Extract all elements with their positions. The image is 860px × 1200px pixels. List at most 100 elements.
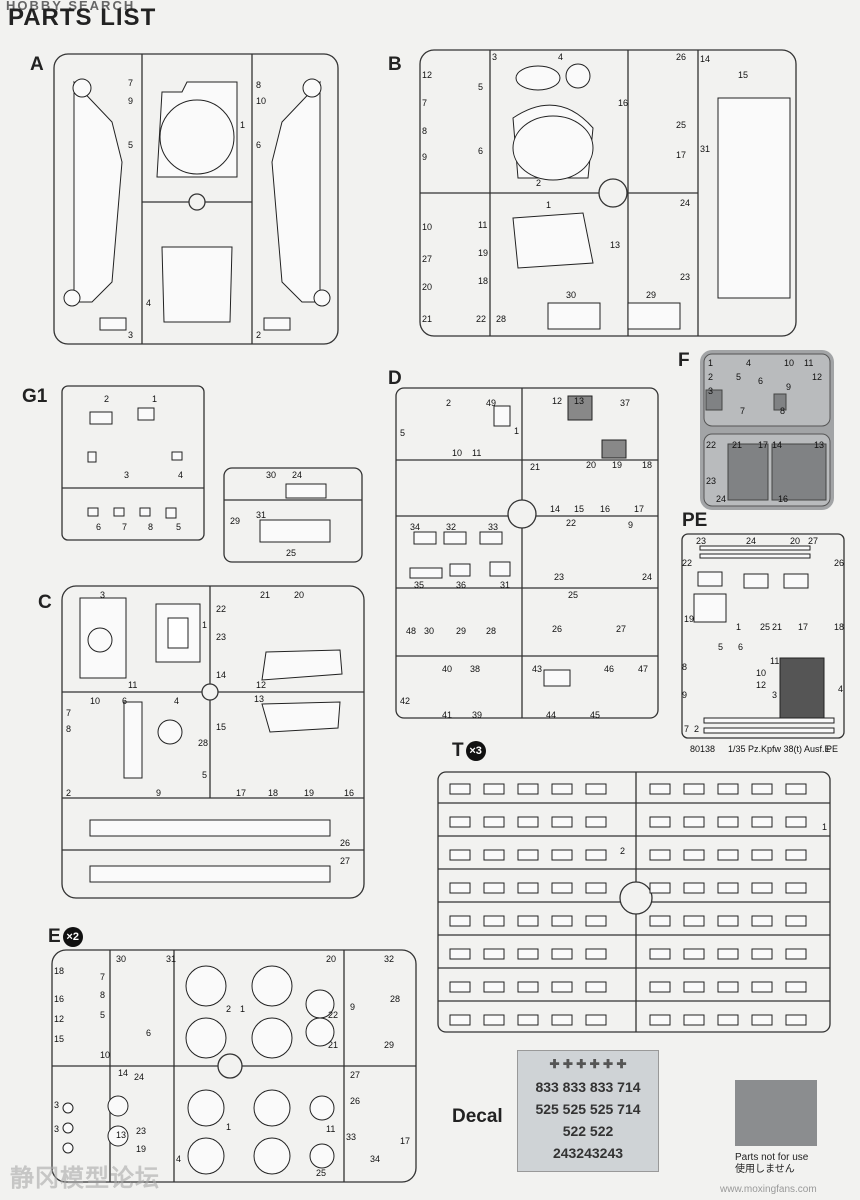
part-d-24: 24 [642, 572, 652, 582]
part-a-1: 1 [240, 120, 245, 130]
part-c-28: 28 [198, 738, 208, 748]
part-d-1: 1 [514, 426, 519, 436]
sprue-d: 2 49 1 5 10 11 12 13 37 21 20 19 18 14 1… [395, 387, 659, 720]
track-link-6-4 [585, 981, 607, 993]
part-e-1: 1 [240, 1004, 245, 1014]
page-title: PARTS LIST [8, 4, 157, 31]
part-c-11: 11 [128, 680, 137, 690]
part-e-3b: 3 [54, 1124, 59, 1134]
track-link-2-5 [649, 849, 671, 861]
pe-footer-name: 1/35 Pz.Kpfw 38(t) Ausf.E [728, 744, 831, 754]
part-e-5: 5 [100, 1010, 105, 1020]
part-f-12: 12 [812, 372, 822, 382]
sprue-g2: 30 24 31 29 25 [223, 467, 363, 563]
track-link-3-8 [751, 882, 773, 894]
decal-sheet: ✚ ✚ ✚ ✚ ✚ ✚ 833 833 833 714 525 525 525 … [517, 1050, 659, 1172]
part-c-15: 15 [216, 722, 226, 732]
part-g1-7: 7 [122, 522, 127, 532]
part-a-7: 7 [128, 78, 133, 88]
sprue-a-label: A [30, 54, 44, 75]
part-d-15: 15 [574, 504, 584, 514]
sprue-d-label: D [388, 368, 402, 389]
sprue-t-letter: T [452, 740, 464, 761]
part-f-5: 5 [736, 372, 741, 382]
track-link-1-4 [585, 816, 607, 828]
part-f-1: 1 [708, 358, 713, 368]
sprue-c-label: C [38, 592, 52, 613]
part-e-29: 29 [384, 1040, 394, 1050]
part-d-18: 18 [642, 460, 652, 470]
part-e-8: 8 [100, 990, 105, 1000]
part-f-7: 7 [740, 406, 745, 416]
part-c-23: 23 [216, 632, 226, 642]
part-b-25: 25 [676, 120, 686, 130]
track-link-2-0 [449, 849, 471, 861]
part-a-4: 4 [146, 298, 151, 308]
part-c-13: 13 [254, 694, 264, 704]
part-c-21: 21 [260, 590, 270, 600]
part-e-6: 6 [146, 1028, 151, 1038]
part-b-11: 11 [478, 220, 487, 230]
part-e-3: 3 [54, 1100, 59, 1110]
part-f-4: 4 [746, 358, 751, 368]
part-a-5: 5 [128, 140, 133, 150]
part-d-9: 9 [628, 520, 633, 530]
part-a-3: 3 [128, 330, 133, 340]
part-pe-8: 8 [682, 662, 687, 672]
track-link-7-5 [649, 1014, 671, 1026]
track-link-6-0 [449, 981, 471, 993]
track-link-6-3 [551, 981, 573, 993]
part-a-8: 8 [256, 80, 261, 90]
track-link-3-3 [551, 882, 573, 894]
legend-line-2: 使用しません [735, 1164, 795, 1175]
part-b-13: 13 [610, 240, 620, 250]
part-e-17: 17 [400, 1136, 410, 1146]
track-link-0-8 [751, 783, 773, 795]
part-g1-5: 5 [176, 522, 181, 532]
part-e-23: 23 [136, 1126, 146, 1136]
part-d-45: 45 [590, 710, 600, 720]
part-pe-1: 1 [736, 622, 741, 632]
track-link-4-5 [649, 915, 671, 927]
part-pe-23: 23 [696, 536, 706, 546]
part-e-33: 33 [346, 1132, 356, 1142]
part-b-27: 27 [422, 254, 432, 264]
track-link-4-1 [483, 915, 505, 927]
part-d-43: 43 [532, 664, 542, 674]
track-link-3-4 [585, 882, 607, 894]
part-b-28: 28 [496, 314, 506, 324]
track-link-2-1 [483, 849, 505, 861]
part-d-21: 21 [530, 462, 540, 472]
track-link-1-0 [449, 816, 471, 828]
part-c-18: 18 [268, 788, 278, 798]
sprue-g1-label: G1 [22, 386, 48, 407]
part-d-46: 46 [604, 664, 614, 674]
track-link-3-2 [517, 882, 539, 894]
part-b-9: 9 [422, 152, 427, 162]
sprue-c: 3 11 1 21 20 22 23 14 12 10 7 8 6 4 28 5… [61, 585, 365, 899]
part-d-39: 39 [472, 710, 482, 720]
part-b-5: 5 [478, 82, 483, 92]
part-f-6: 6 [758, 376, 763, 386]
track-link-0-3 [551, 783, 573, 795]
part-d-26: 26 [552, 624, 562, 634]
decal-row-1: 833 833 833 714 [535, 1079, 641, 1095]
part-b-8: 8 [422, 126, 427, 136]
part-g1-3: 3 [124, 470, 129, 480]
track-link-1-2 [517, 816, 539, 828]
track-link-4-0 [449, 915, 471, 927]
part-b-23: 23 [680, 272, 690, 282]
part-d-25: 25 [568, 590, 578, 600]
track-link-0-9 [785, 783, 807, 795]
part-f-21: 21 [732, 440, 742, 450]
part-a-9: 9 [128, 96, 133, 106]
part-pe-25: 25 [760, 622, 770, 632]
track-link-3-9 [785, 882, 807, 894]
sprue-e-multiplier: ×2 [62, 926, 83, 947]
part-d-5: 5 [400, 428, 405, 438]
part-a-2: 2 [256, 330, 261, 340]
track-link-7-6 [683, 1014, 705, 1026]
part-d-47: 47 [638, 664, 648, 674]
sprue-b-label: B [388, 54, 402, 75]
part-d-33: 33 [488, 522, 498, 532]
